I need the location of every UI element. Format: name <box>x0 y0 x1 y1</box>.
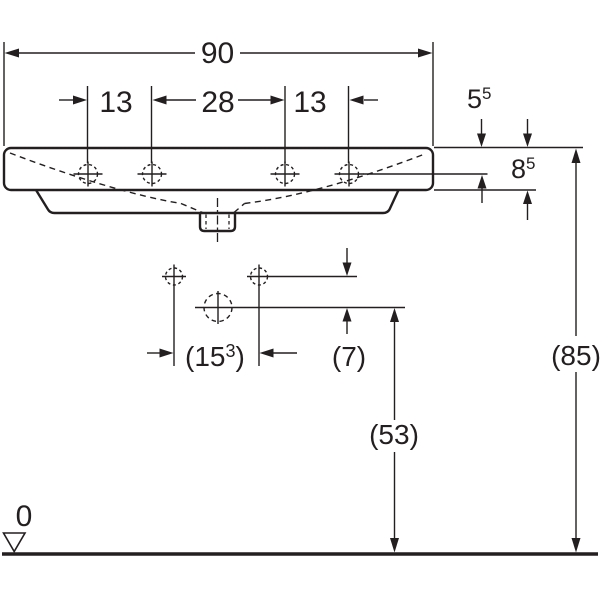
arrowhead-up <box>571 148 581 163</box>
basin-rim-outline <box>2 146 435 192</box>
dim-rim-to-tap-label: 55 <box>467 84 492 114</box>
dim-overall-height-label: (85) <box>551 340 600 371</box>
dim-tap-center-label: 28 <box>201 86 234 119</box>
dim-drain-axis-height: (53) <box>369 308 419 553</box>
dim-drain-axis-height-label: (53) <box>369 419 419 450</box>
dim-drain-offset: (7) <box>332 248 366 372</box>
arrowhead-up <box>342 308 352 322</box>
arrowhead-up <box>390 308 399 322</box>
dim-apron-height: 85 <box>511 119 536 220</box>
bowl-edge-notch-left <box>180 202 203 214</box>
tap-hole-cross <box>270 161 300 187</box>
datum-zero-label: 0 <box>16 500 33 533</box>
dim-tap-right-label: 13 <box>293 86 326 119</box>
arrowhead-left <box>152 95 167 105</box>
dim-rim-to-tap: 55 <box>467 84 492 203</box>
dim-tap-spacing: 13 28 13 <box>59 86 378 163</box>
dim-extension-lines <box>173 288 260 366</box>
dim-extension-lines <box>86 86 350 163</box>
tap-hole-cross <box>73 161 103 187</box>
arrowhead-left <box>4 48 19 58</box>
dim-tap-axis-depth-label: (153) <box>185 341 245 372</box>
arrowhead-right <box>159 348 174 358</box>
dim-extension-lines <box>3 42 434 146</box>
bowl-edge-left <box>9 152 182 205</box>
drain-outlet <box>198 198 237 244</box>
arrowhead-down <box>390 538 399 553</box>
arrowhead-right <box>270 95 285 105</box>
dim-tap-axis-depth: (153) <box>147 341 297 372</box>
dim-tap-left-label: 13 <box>99 86 132 119</box>
tap-hole-cross <box>334 161 364 187</box>
arrowhead-left <box>259 348 274 358</box>
bowl-edge-notch-right <box>233 202 245 214</box>
dim-overall-width-label: 90 <box>201 37 234 70</box>
tap-hole-cross <box>137 161 167 187</box>
tap-hole-2 <box>137 161 167 187</box>
tap-hole-3 <box>270 161 300 187</box>
dim-overall-height: (85) <box>551 148 600 553</box>
arrowhead-left <box>349 95 364 105</box>
arrowhead-up <box>523 190 532 204</box>
fixing-hole-right <box>247 264 271 289</box>
fixing-hole-left <box>162 264 186 289</box>
arrowhead-down <box>571 538 581 553</box>
bowl-edge-hidden-line <box>9 152 427 214</box>
reference-lines-right <box>363 146 583 191</box>
detail-view <box>162 264 405 366</box>
basin-body-outline <box>34 189 400 215</box>
arrowhead-up <box>477 175 487 189</box>
arrowhead-down <box>342 262 352 276</box>
fixing-hole-cross <box>247 264 271 289</box>
ground-datum: 0 <box>2 500 598 556</box>
bowl-edge-right <box>244 152 427 205</box>
dim-drain-offset-label: (7) <box>332 341 366 372</box>
arrowhead-down <box>477 133 486 147</box>
dim-apron-height-label: 85 <box>511 154 536 184</box>
dim-overall-width: 90 <box>3 37 434 146</box>
fixing-hole-cross <box>162 264 186 289</box>
datum-triangle-icon <box>2 532 27 554</box>
basin-front-view <box>2 146 435 244</box>
drain-outlet-outline <box>198 213 237 233</box>
tap-hole-4 <box>334 161 364 187</box>
arrowhead-down <box>523 133 532 147</box>
arrowhead-right <box>73 95 87 105</box>
arrowhead-right <box>418 48 433 58</box>
tap-hole-1 <box>73 161 103 187</box>
